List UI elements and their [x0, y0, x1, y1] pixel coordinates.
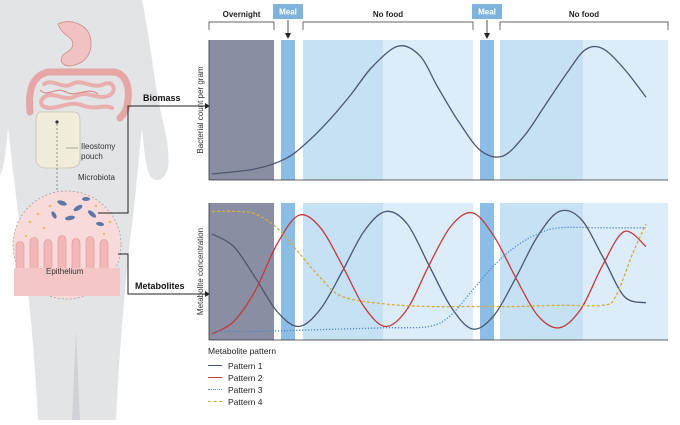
biomass-label: Biomass	[143, 93, 181, 103]
metabolites-label: Metabolites	[135, 281, 185, 291]
leg-gap	[72, 330, 80, 420]
metabolite-series-4-line	[211, 210, 647, 308]
stoma-dot	[55, 120, 59, 124]
biomass-connector	[98, 105, 205, 214]
no-food-column-1a	[303, 203, 383, 340]
legend-item-3: Pattern 3	[208, 384, 276, 395]
biomass-y-label: Bacterial count per gram	[196, 66, 205, 153]
no-food-column-2b	[583, 40, 668, 180]
meal-1-label: Meal	[279, 8, 297, 17]
stomach	[57, 21, 92, 67]
meal-column-1	[281, 203, 295, 340]
legend-item-1: Pattern 1	[208, 360, 276, 371]
no-food-2-bracket	[499, 21, 669, 30]
legend-label-3: Pattern 3	[228, 384, 263, 395]
legend-title: Metabolite pattern	[208, 346, 277, 356]
large-intestine	[26, 68, 132, 122]
meal-column-2	[480, 40, 494, 180]
metabolite-y-label: Metabolite concentration	[196, 228, 205, 315]
no-food-column-1b	[383, 40, 473, 180]
epithelium-base	[14, 268, 120, 296]
legend-swatch-1	[208, 365, 222, 366]
meal-column-1	[281, 40, 295, 180]
overnight-column	[209, 203, 274, 340]
no-food-2-label: No food	[569, 10, 599, 19]
no-food-1-bracket	[302, 21, 474, 30]
no-food-column-2b	[583, 203, 668, 340]
no-food-1-label: No food	[373, 10, 403, 19]
legend-swatch-2	[208, 377, 222, 378]
metabolites-arrowhead	[205, 291, 210, 297]
microbiota-label: Microbiota	[78, 173, 115, 182]
pouch-label: pouch	[81, 152, 103, 161]
small-intestine-2	[39, 89, 99, 95]
epithelium-villi	[15, 235, 109, 271]
biomass-panel: Bacterial count per gram	[196, 40, 668, 181]
meal-2-arrowhead	[484, 33, 490, 39]
biomass-arrowhead	[205, 103, 210, 109]
no-food-column-1a	[303, 40, 383, 180]
overnight-bracket	[208, 21, 275, 30]
overnight-label: Overnight	[223, 10, 261, 19]
time-band: Overnight No food No food Meal Meal	[208, 4, 669, 39]
meal-1-tag	[273, 4, 303, 19]
biomass-series-1-line	[211, 45, 647, 175]
ileostomy-pouch	[35, 111, 81, 169]
legend-item-4: Pattern 4	[208, 396, 276, 407]
meal-1-arrowhead	[285, 33, 291, 39]
legend-swatch-4	[208, 401, 222, 402]
microbes	[51, 197, 104, 227]
meal-2-tag	[472, 4, 502, 19]
no-food-column-2a	[500, 203, 583, 340]
legend-label-2: Pattern 2	[228, 372, 263, 383]
metabolite-dots	[24, 204, 112, 238]
legend-label-1: Pattern 1	[228, 360, 263, 371]
meal-column-2	[480, 203, 494, 340]
meal-2-label: Meal	[478, 8, 496, 17]
small-intestine	[39, 80, 116, 111]
ileostomy-label: Ileostomy	[81, 142, 115, 151]
overnight-column	[209, 40, 274, 180]
legend-swatch-3	[208, 389, 222, 390]
epithelium-label: Epithelium	[46, 267, 84, 276]
metabolites-connector	[118, 253, 205, 295]
metabolite-panel: Metabolite concentration	[196, 203, 668, 341]
metabolite-series-2-line	[211, 211, 647, 335]
metabolite-series-3-line	[211, 226, 646, 333]
legend-label-4: Pattern 4	[228, 396, 263, 407]
legend-item-2: Pattern 2	[208, 372, 276, 383]
